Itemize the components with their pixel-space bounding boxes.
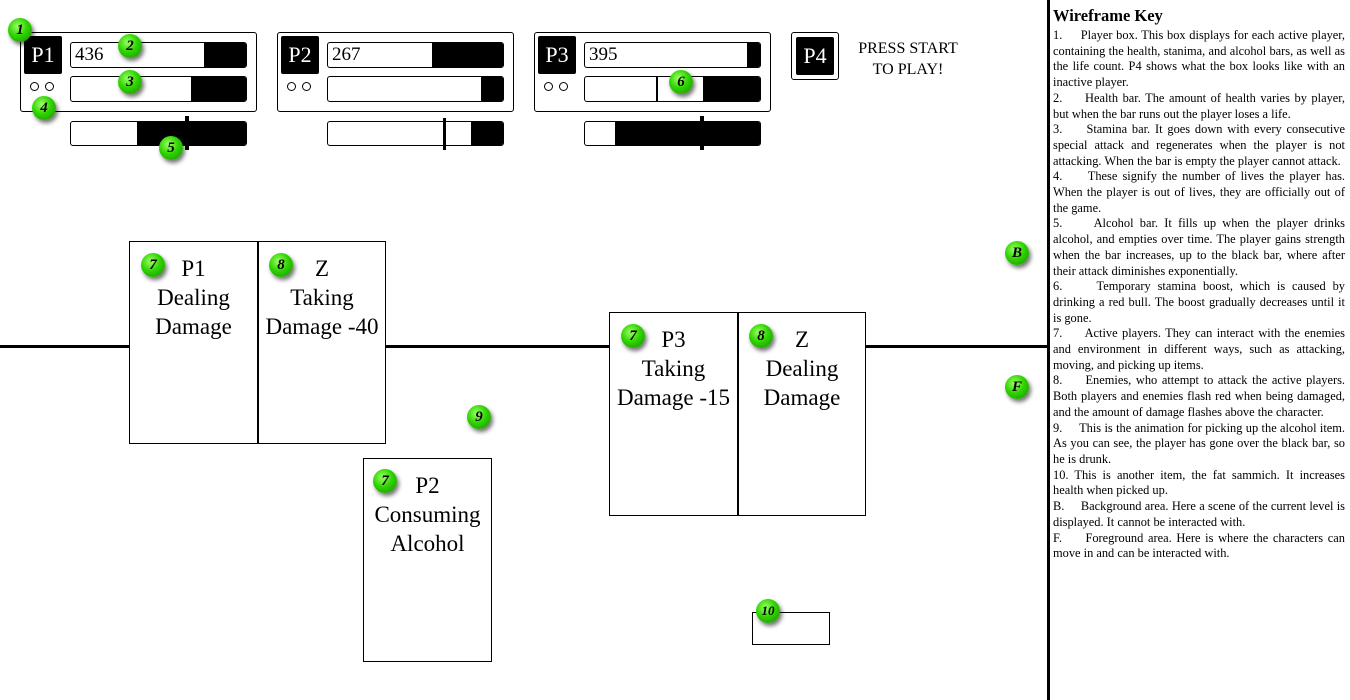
life-icon xyxy=(302,82,311,91)
health-value-p2: 267 xyxy=(332,44,361,65)
player-badge-p3: P3 xyxy=(538,36,576,74)
key-item-b: B. Background area. Here a scene of the … xyxy=(1053,499,1345,529)
marker-9: 9 xyxy=(467,405,491,429)
key-title: Wireframe Key xyxy=(1053,6,1163,25)
alcohol-threshold-marker xyxy=(700,116,704,150)
character-label: Dealing xyxy=(157,285,230,310)
player-badge-p2: P2 xyxy=(281,36,319,74)
marker-7: 7 xyxy=(373,469,397,493)
stamina-boost-divider xyxy=(656,77,658,101)
marker-2: 2 xyxy=(118,34,142,58)
character-label: Damage -15 xyxy=(616,385,731,410)
character-label: Damage -40 xyxy=(265,314,379,339)
wireframe-key: Wireframe Key 1. Player box. This box di… xyxy=(1053,6,1345,562)
key-item-4: 4. These signify the number of lives the… xyxy=(1053,169,1345,215)
stamina-bar-p1 xyxy=(70,76,247,102)
health-value-p3: 395 xyxy=(589,44,618,65)
ground-line xyxy=(0,345,1048,348)
health-bar-p3: 395 xyxy=(584,42,761,68)
character-label: P2 xyxy=(415,473,440,498)
marker-8: 8 xyxy=(269,253,293,277)
marker-8: 8 xyxy=(749,324,773,348)
marker-10: 10 xyxy=(756,599,780,623)
character-label: Z xyxy=(314,256,330,281)
key-item-6: 6. Temporary stamina boost, which is cau… xyxy=(1053,279,1345,325)
alcohol-bar-p3 xyxy=(584,121,761,146)
character-label: P3 xyxy=(661,327,686,352)
marker-3: 3 xyxy=(118,70,142,94)
sammich-item xyxy=(752,612,830,645)
key-item-3: 3. Stamina bar. It goes down with every … xyxy=(1053,122,1345,168)
marker-6: 6 xyxy=(669,70,693,94)
key-divider xyxy=(1047,0,1050,700)
character-label: Taking xyxy=(290,285,354,310)
alcohol-threshold-marker xyxy=(185,116,189,150)
press-start-line-2: TO PLAY! xyxy=(872,61,944,78)
key-item-10: 10. This is another item, the fat sammic… xyxy=(1053,467,1345,498)
life-icon xyxy=(544,82,553,91)
marker-f: F xyxy=(1005,375,1029,399)
character-label: Damage xyxy=(763,385,841,410)
marker-4: 4 xyxy=(32,96,56,120)
key-item-9: 9. This is the animation for picking up … xyxy=(1053,420,1345,466)
key-item-8: 8. Enemies, who attempt to attack the ac… xyxy=(1053,373,1345,419)
alcohol-threshold-marker xyxy=(443,118,446,150)
press-start-line-1: PRESS START xyxy=(858,40,958,57)
marker-5: 5 xyxy=(159,136,183,160)
marker-1: 1 xyxy=(8,18,32,42)
life-icon xyxy=(30,82,39,91)
character-enemy-z-2: Z Dealing Damage xyxy=(738,312,866,516)
alcohol-bar-p2 xyxy=(327,121,504,146)
character-label: Alcohol xyxy=(390,531,465,556)
stamina-bar-p2 xyxy=(327,76,504,102)
key-item-2: 2. Health bar. The amount of health vari… xyxy=(1053,90,1345,121)
key-item-f: F. Foreground area. Here is where the ch… xyxy=(1053,530,1345,561)
character-label: Consuming xyxy=(374,502,481,527)
health-bar-p2: 267 xyxy=(327,42,504,68)
character-label: Z xyxy=(794,327,810,352)
key-item-7: 7. Active players. They can interact wit… xyxy=(1053,326,1345,372)
marker-7: 7 xyxy=(141,253,165,277)
life-icon xyxy=(559,82,568,91)
key-item-5: 5. Alcohol bar. It fills up when the pla… xyxy=(1053,216,1345,278)
character-label: Damage xyxy=(155,314,232,339)
player-badge-p4: P4 xyxy=(796,37,834,75)
health-value-p1: 436 xyxy=(75,44,104,65)
life-icon xyxy=(45,82,54,91)
press-start-message: PRESS START TO PLAY! xyxy=(838,38,978,80)
marker-b: B xyxy=(1005,241,1029,265)
player-badge-p1: P1 xyxy=(24,36,62,74)
character-label: P1 xyxy=(181,256,206,281)
key-item-1: 1. Player box. This box displays for eac… xyxy=(1053,28,1345,90)
life-icon xyxy=(287,82,296,91)
marker-7: 7 xyxy=(621,324,645,348)
character-label: Dealing xyxy=(765,356,839,381)
character-label: Taking xyxy=(641,356,706,381)
health-bar-p1: 436 xyxy=(70,42,247,68)
alcohol-bar-p1 xyxy=(70,121,247,146)
